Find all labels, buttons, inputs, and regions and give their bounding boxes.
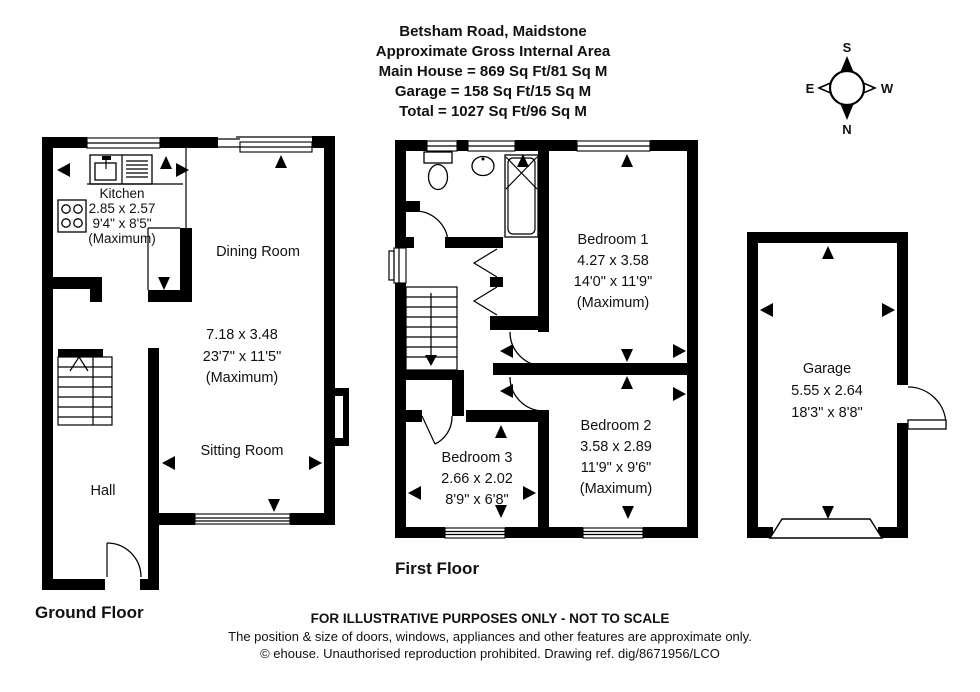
kitchen-hob-icon — [57, 199, 87, 233]
garage-walls — [747, 232, 908, 538]
first-floor-plan: Bedroom 1 4.27 x 3.58 14'0" x 11'9" (Max… — [388, 140, 698, 578]
compass-north-label: N — [842, 122, 851, 137]
first-floor-measure-arrows — [408, 154, 686, 519]
compass-east-label: E — [806, 81, 815, 96]
ground-floor-walls — [42, 136, 349, 590]
area-garage: Garage = 158 Sq Ft/15 Sq M — [395, 83, 591, 100]
area-main-house: Main House = 869 Sq Ft/81 Sq M — [379, 63, 608, 80]
garage-plan: Garage 5.55 x 2.64 18'3" x 8'8" — [747, 232, 947, 539]
kitchen-name: Kitchen — [99, 186, 144, 201]
basin-icon — [471, 155, 495, 177]
cupboard-doors-icon — [472, 248, 498, 316]
dining-room-metric: 7.18 x 3.48 — [206, 327, 278, 343]
kitchen-note: (Maximum) — [88, 231, 156, 246]
dining-room-name: Dining Room — [216, 244, 300, 260]
bedroom3-metric: 2.66 x 2.02 — [441, 471, 513, 487]
front-door-arc — [106, 542, 142, 578]
footer-approximate-note: The position & size of doors, windows, a… — [228, 629, 752, 644]
bedroom2-note: (Maximum) — [580, 481, 653, 497]
bedroom2-imperial: 11'9" x 9'6" — [581, 460, 651, 476]
ground-floor-windows — [86, 136, 314, 525]
hall-name: Hall — [91, 483, 116, 499]
ground-floor-label: Ground Floor — [35, 603, 144, 622]
first-floor-windows — [388, 140, 651, 539]
dining-room-imperial: 23'7" x 11'5" — [203, 349, 281, 365]
footer-block: FOR ILLUSTRATIVE PURPOSES ONLY - NOT TO … — [228, 611, 752, 661]
garage-side-door-arc — [907, 386, 947, 430]
garage-measure-arrows — [760, 246, 895, 519]
toilet-icon — [423, 151, 453, 191]
area-total: Total = 1027 Sq Ft/96 Sq M — [399, 103, 587, 120]
bedroom1-metric: 4.27 x 3.58 — [577, 253, 649, 269]
compass-south-label: S — [843, 40, 852, 55]
bedroom2-name: Bedroom 2 — [581, 418, 652, 434]
bath-icon — [504, 154, 539, 238]
bedroom3-name: Bedroom 3 — [442, 450, 513, 466]
ground-floor-plan: Kitchen 2.85 x 2.57 9'4" x 8'5" (Maximum… — [35, 136, 349, 622]
first-floor-label: First Floor — [395, 559, 479, 578]
footer-copyright: © ehouse. Unauthorised reproduction proh… — [260, 646, 720, 661]
first-floor-walls — [395, 140, 698, 538]
first-floor-door-arcs — [415, 210, 545, 445]
ground-floor-measure-arrows — [57, 155, 322, 512]
garage-labels: Garage 5.55 x 2.64 18'3" x 8'8" — [791, 361, 863, 421]
plan-subtitle: Approximate Gross Internal Area — [376, 43, 611, 60]
kitchen-imperial: 9'4" x 8'5" — [92, 216, 151, 231]
garage-metric: 5.55 x 2.64 — [791, 383, 863, 399]
dining-room-note: (Maximum) — [206, 370, 279, 386]
ground-floor-labels: Kitchen 2.85 x 2.57 9'4" x 8'5" (Maximum… — [35, 186, 300, 622]
kitchen-sink-icon — [89, 154, 153, 185]
ground-floor-stairs-icon — [57, 355, 113, 426]
plan-title: Betsham Road, Maidstone — [399, 23, 587, 40]
bedroom3-imperial: 8'9" x 6'8" — [445, 492, 508, 508]
compass-rose-icon: S E W N — [806, 40, 894, 137]
bedroom1-note: (Maximum) — [577, 295, 650, 311]
bedroom1-imperial: 14'0" x 11'9" — [574, 274, 652, 290]
kitchen-metric: 2.85 x 2.57 — [89, 201, 156, 216]
title-block: Betsham Road, Maidstone Approximate Gros… — [376, 23, 611, 120]
garage-name: Garage — [803, 361, 851, 377]
bedroom2-metric: 3.58 x 2.89 — [580, 439, 652, 455]
first-floor-stairs-icon — [405, 286, 458, 371]
footer-disclaimer: FOR ILLUSTRATIVE PURPOSES ONLY - NOT TO … — [311, 611, 670, 626]
compass-west-label: W — [881, 81, 894, 96]
garage-imperial: 18'3" x 8'8" — [791, 405, 862, 421]
kitchen-boundary-lines — [87, 148, 187, 290]
garage-up-and-over-door-icon — [768, 518, 884, 539]
first-floor-labels: Bedroom 1 4.27 x 3.58 14'0" x 11'9" (Max… — [395, 232, 652, 578]
sitting-room-name: Sitting Room — [200, 443, 283, 459]
bedroom1-name: Bedroom 1 — [578, 232, 649, 248]
